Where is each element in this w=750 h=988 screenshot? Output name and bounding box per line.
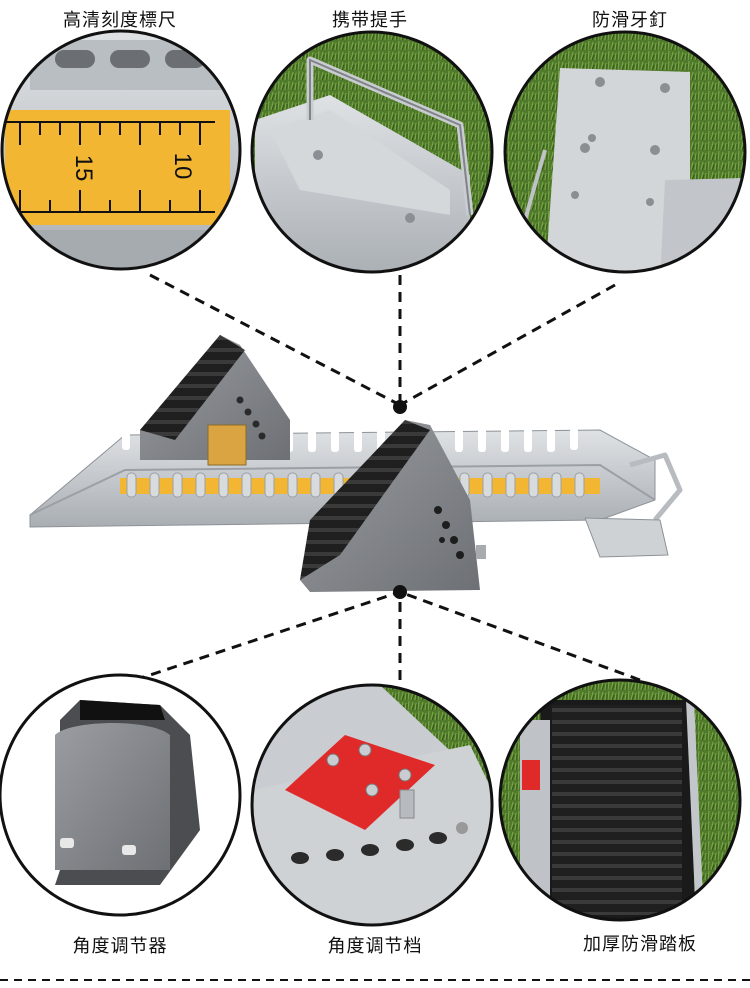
label-thick-antislip-pedal: 加厚防滑踏板 [583, 934, 697, 955]
label-carry-handle: 携带提手 [332, 10, 408, 31]
label-scale-ruler: 高清刻度標尺 [63, 10, 177, 31]
detail-carry-handle [252, 32, 492, 272]
detail-thick-pedal [500, 680, 740, 920]
detail-angle-adjuster [0, 675, 240, 915]
bottom-junction-dot [393, 585, 407, 599]
detail-ruler [2, 31, 240, 269]
label-angle-adjust-notches: 角度调节档 [327, 936, 423, 957]
detail-angle-notches [252, 685, 492, 925]
starting-block-product [29, 335, 683, 592]
top-junction-dot [393, 400, 407, 414]
ruler-number-15: 15 [70, 155, 97, 182]
label-anti-slip-spikes: 防滑牙釘 [592, 10, 668, 31]
detail-anti-slip-spikes [505, 32, 745, 272]
label-angle-adjuster: 角度调节器 [72, 936, 168, 957]
connector-lines [134, 273, 641, 682]
ruler-number-10: 10 [169, 153, 196, 180]
